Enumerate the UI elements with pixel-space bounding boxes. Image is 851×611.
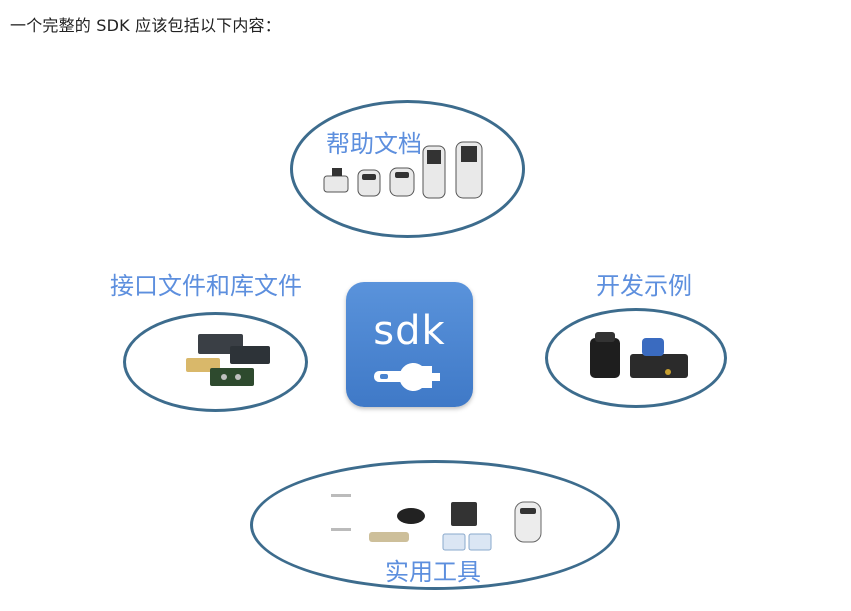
hardware-boards-image xyxy=(186,334,270,386)
help-docs-label: 帮助文档 xyxy=(326,130,422,158)
sdk-app-icon: sdk xyxy=(346,282,473,407)
tools-label: 实用工具 xyxy=(385,558,481,586)
robots-image xyxy=(323,141,483,199)
dev-examples-label: 开发示例 xyxy=(596,272,692,300)
wrench-icon xyxy=(374,363,440,391)
intro-text: 一个完整的 SDK 应该包括以下内容： xyxy=(10,16,281,35)
tools-workflow-image xyxy=(331,494,542,551)
sdk-icon-text: sdk xyxy=(373,308,446,354)
interface-files-label: 接口文件和库文件 xyxy=(110,272,302,300)
tools-ellipse xyxy=(250,460,620,590)
lidar-kit-image xyxy=(590,332,688,378)
sdk-components-diagram: 帮助文档 接口文件和库文件 sdk xyxy=(100,70,750,611)
